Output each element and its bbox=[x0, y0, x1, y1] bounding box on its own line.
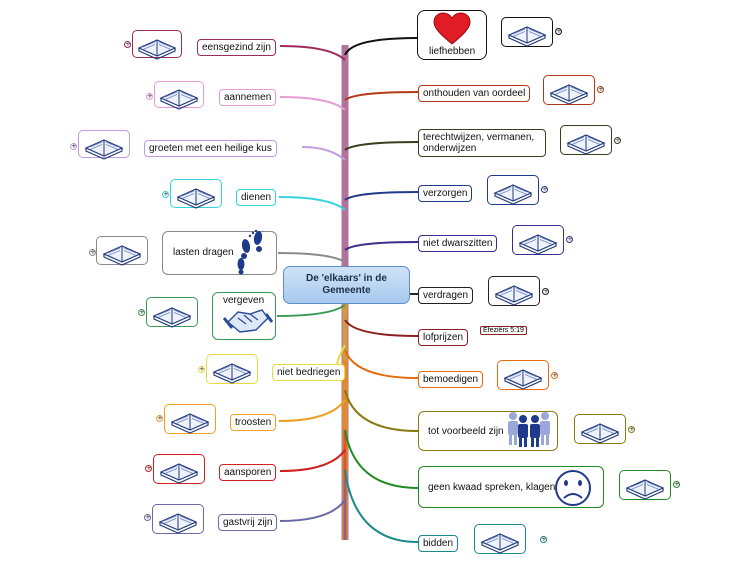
expand-toggle[interactable]: + bbox=[89, 248, 96, 256]
branch-verdragen[interactable]: verdragen bbox=[418, 287, 474, 304]
branch-lofprijzen[interactable]: lofprijzen bbox=[418, 329, 469, 346]
book-icon bbox=[501, 17, 553, 47]
book-icon bbox=[78, 130, 130, 158]
branch-label: geen kwaad spreken, klagen bbox=[428, 482, 556, 493]
expand-toggle[interactable]: + bbox=[198, 365, 205, 373]
branch-geen-kwaad-spreken[interactable]: geen kwaad spreken, klagen bbox=[418, 466, 604, 508]
expand-toggle[interactable]: + bbox=[124, 40, 131, 48]
book-icon bbox=[512, 225, 564, 255]
branch-label: lasten dragen bbox=[173, 247, 234, 258]
book-icon bbox=[154, 81, 204, 108]
branch-eensgezind-zijn[interactable]: eensgezind zijn bbox=[197, 39, 276, 56]
branch-aansporen[interactable]: aansporen bbox=[219, 464, 277, 481]
branch-verzorgen[interactable]: verzorgen bbox=[418, 185, 473, 202]
central-topic[interactable]: De 'elkaars' in de Gemeente bbox=[283, 266, 410, 304]
expand-toggle[interactable]: + bbox=[70, 142, 77, 150]
branch-gastvrij-zijn[interactable]: gastvrij zijn bbox=[218, 514, 278, 531]
branch-dienen[interactable]: dienen bbox=[236, 189, 277, 206]
branch-terechtwijzen[interactable]: terechtwijzen, vermanen, onderwijzen bbox=[418, 129, 546, 157]
book-icon bbox=[153, 454, 205, 484]
expand-toggle[interactable]: + bbox=[144, 513, 151, 521]
expand-toggle[interactable]: + bbox=[540, 535, 547, 543]
expand-toggle[interactable]: + bbox=[628, 425, 635, 433]
book-icon bbox=[574, 414, 626, 444]
book-icon bbox=[488, 276, 540, 306]
book-icon bbox=[543, 75, 595, 105]
book-icon bbox=[560, 125, 612, 155]
branch-liefhebben[interactable]: liefhebben bbox=[417, 10, 487, 60]
expand-toggle[interactable]: + bbox=[566, 235, 573, 243]
book-icon bbox=[170, 179, 222, 208]
branch-groeten-met-een-heilige-kus[interactable]: groeten met een heilige kus bbox=[144, 140, 277, 157]
branch-label: vergeven bbox=[223, 295, 265, 306]
branch-niet-bedriegen[interactable]: niet bedriegen bbox=[272, 364, 346, 381]
branch-troosten[interactable]: troosten bbox=[230, 414, 277, 431]
expand-toggle[interactable]: + bbox=[614, 136, 621, 144]
branch-bidden[interactable]: bidden bbox=[418, 535, 459, 552]
expand-toggle[interactable]: + bbox=[542, 287, 549, 295]
expand-toggle[interactable]: + bbox=[551, 371, 558, 379]
branch-lasten-dragen[interactable]: lasten dragen bbox=[162, 231, 277, 275]
expand-toggle[interactable]: + bbox=[673, 480, 680, 488]
expand-toggle[interactable]: + bbox=[145, 464, 152, 472]
expand-toggle[interactable]: + bbox=[156, 414, 163, 422]
book-icon bbox=[164, 404, 216, 434]
branch-label: liefhebben bbox=[429, 46, 476, 57]
branch-vergeven[interactable]: vergeven bbox=[212, 292, 276, 340]
reference-tag[interactable]: Efeziërs 5:19 bbox=[480, 326, 527, 335]
book-icon bbox=[96, 236, 148, 265]
branch-tot-voorbeeld-zijn[interactable]: tot voorbeeld zijn bbox=[418, 411, 558, 451]
book-icon bbox=[474, 524, 526, 554]
branch-niet-dwarszitten[interactable]: niet dwarszitten bbox=[418, 235, 498, 252]
book-icon bbox=[132, 30, 182, 58]
book-icon bbox=[206, 354, 258, 384]
branch-onthouden-van-oordeel[interactable]: onthouden van oordeel bbox=[418, 85, 531, 102]
branch-bemoedigen[interactable]: bemoedigen bbox=[418, 371, 484, 388]
expand-toggle[interactable]: + bbox=[541, 185, 548, 193]
expand-toggle[interactable]: + bbox=[138, 308, 145, 316]
book-icon bbox=[152, 504, 204, 534]
book-icon bbox=[497, 360, 549, 390]
book-icon bbox=[146, 297, 198, 327]
expand-toggle[interactable]: + bbox=[597, 85, 604, 93]
book-icon bbox=[619, 470, 671, 500]
book-icon bbox=[487, 175, 539, 205]
expand-toggle[interactable]: + bbox=[162, 190, 169, 198]
expand-toggle[interactable]: + bbox=[555, 27, 562, 35]
expand-toggle[interactable]: + bbox=[146, 92, 153, 100]
branch-label: tot voorbeeld zijn bbox=[428, 426, 504, 437]
branch-aannemen[interactable]: aannemen bbox=[219, 89, 277, 106]
